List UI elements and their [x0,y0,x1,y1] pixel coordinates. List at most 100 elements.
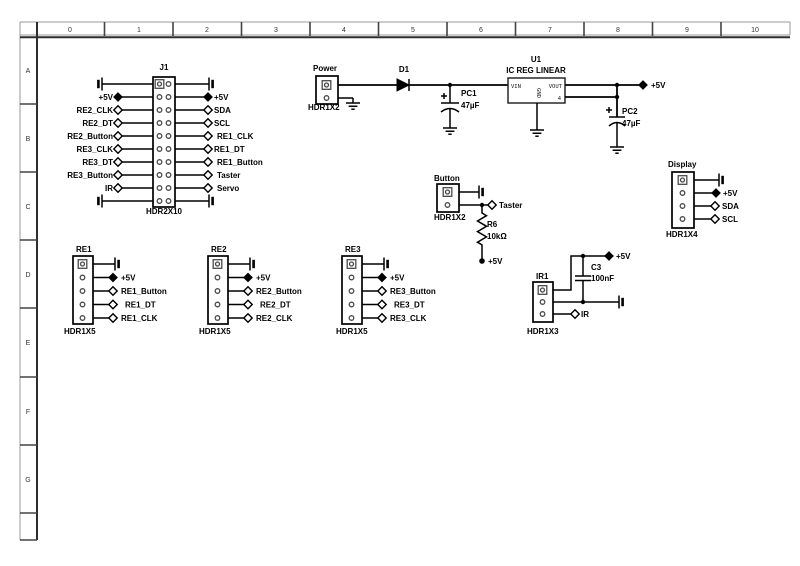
net-flag-icon[interactable] [710,214,720,224]
pin1-marker-icon[interactable] [212,259,223,269]
pin1-marker-icon[interactable] [537,285,548,295]
net-flag-icon[interactable] [203,170,213,180]
pin-icon[interactable] [156,172,163,178]
pin-icon[interactable] [165,159,172,165]
pin-icon[interactable] [214,301,221,308]
net-flag-icon[interactable] [113,105,123,115]
pin-icon[interactable] [214,288,221,294]
pin-icon[interactable] [165,133,172,139]
pin-icon[interactable] [165,107,172,113]
net-flag-icon[interactable] [203,157,213,167]
net-flag-icon[interactable] [108,286,118,296]
pin-icon[interactable] [165,120,172,126]
pin1-marker-icon[interactable] [442,187,453,197]
resistor-r6[interactable]: R6 10kΩ +5V [476,205,508,266]
pin1-marker-icon[interactable] [321,80,332,90]
vcc-flag-icon[interactable] [108,272,118,283]
pin1-marker-icon[interactable] [77,259,88,269]
net-flag-icon[interactable] [113,170,123,180]
capacitor-pc2[interactable]: PC2 47µF [606,107,641,154]
pin-icon[interactable] [679,216,686,222]
net-flag-icon[interactable] [377,313,387,323]
net-flag-icon[interactable] [377,286,387,296]
vcc-flag-icon[interactable] [377,272,387,283]
pin-icon[interactable] [165,185,172,191]
connector-ir1[interactable]: IR1 IR HDR1X3 +5V [527,251,631,336]
pin-icon[interactable] [79,301,86,308]
pin-icon[interactable] [79,274,86,281]
connector-button[interactable]: Button HDR1X2 Taster [434,174,522,222]
net-flag-icon[interactable] [203,118,213,128]
pin-icon[interactable] [323,95,330,101]
pin1-marker-icon[interactable] [677,175,688,185]
pin-icon[interactable] [156,146,163,152]
net-flag-icon[interactable] [113,144,123,154]
pin-icon[interactable] [679,190,686,196]
net-flag-icon[interactable] [113,118,123,128]
net-flag-icon[interactable] [203,144,213,154]
connector-power[interactable]: Power HDR1X2 [308,64,361,112]
pin-icon[interactable] [539,311,546,317]
pin-icon[interactable] [156,159,163,165]
pin-icon[interactable] [214,274,221,281]
pin-icon[interactable] [165,198,172,204]
pin-icon[interactable] [444,202,451,208]
wire-vout[interactable] [565,84,640,117]
net-flag-icon[interactable] [203,105,213,115]
connector-re3[interactable]: RE3 +5V RE3_Button RE3_DT RE3_CLK HDR1X5 [336,245,436,336]
vcc-flag-icon[interactable] [203,92,213,102]
capacitor-c3[interactable]: C3 100nF [575,253,614,305]
pin1-marker-icon[interactable] [154,79,165,89]
pin-icon[interactable] [679,203,686,209]
diode-d1[interactable]: D1 [396,65,411,92]
net-flag-icon[interactable] [377,299,387,310]
vcc-flag-icon[interactable] [243,272,253,283]
pin-icon[interactable] [79,288,86,294]
net-flag-icon[interactable] [710,201,720,211]
pin-icon[interactable] [348,288,355,294]
pin-icon[interactable] [165,94,172,100]
pin-icon[interactable] [156,185,163,191]
connector-re1[interactable]: RE1 +5V RE1_Button RE1_DT RE1_CLK HDR1X5 [64,245,167,336]
pin-icon[interactable] [539,299,546,305]
capacitor-pc1[interactable]: PC1 47µF [440,85,480,135]
net-flag-icon[interactable] [113,157,123,167]
pin-icon[interactable] [156,198,163,204]
pin-icon[interactable] [348,301,355,308]
pin-icon[interactable] [156,120,163,126]
net-flag-icon[interactable] [108,313,118,323]
pin-icon[interactable] [165,146,172,152]
pin-icon[interactable] [156,133,163,139]
vcc-flag-icon[interactable] [711,188,721,198]
net-flag-icon[interactable] [203,131,213,141]
pin-icon[interactable] [214,315,221,321]
vcc-label: +5V [616,252,631,261]
u1-ref: U1 [531,55,542,64]
net-flag-icon[interactable] [113,131,123,141]
net-flag-icon[interactable] [243,299,253,310]
vcc-flag-icon[interactable] [604,251,614,261]
net-flag-icon[interactable] [243,286,253,296]
pin-icon[interactable] [156,107,163,113]
connector-display[interactable]: Display +5V SDA SCL HDR1X4 [666,160,739,239]
vcc-terminal-main[interactable]: +5V [638,80,666,90]
pin-icon[interactable] [348,315,355,321]
connector-re2[interactable]: RE2 +5V RE2_Button RE2_DT RE2_CLK HDR1X5 [199,245,302,336]
pin-icon[interactable] [156,94,163,100]
pin-icon[interactable] [165,81,172,87]
pin1-marker-icon[interactable] [346,259,357,269]
regulator-u1[interactable]: U1 IC REG LINEAR VIN VOUT GND 4 [506,55,566,137]
vcc-flag-icon[interactable] [113,92,123,102]
col-label: 2 [205,27,209,34]
net-flag-icon[interactable] [113,183,123,193]
net-flag-icon[interactable] [108,299,118,310]
pin-icon[interactable] [79,315,86,321]
net-flag-icon[interactable] [487,200,497,210]
connector-j1[interactable]: J1 [67,63,263,216]
pin-icon[interactable] [348,274,355,281]
net-flag-icon[interactable] [570,309,580,319]
pin-icon[interactable] [165,172,172,178]
net-flag-icon[interactable] [243,313,253,323]
net-flag-icon[interactable] [203,183,213,193]
